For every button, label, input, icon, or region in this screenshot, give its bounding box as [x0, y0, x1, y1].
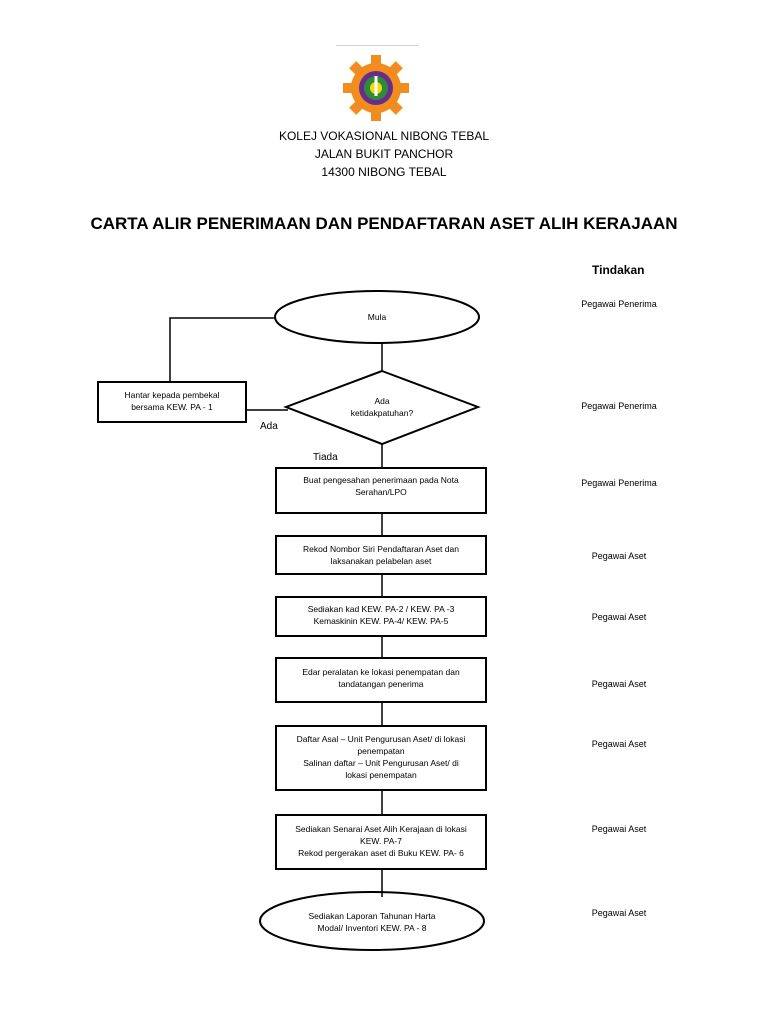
step6-line1: Sediakan Senarai Aset Alih Kerajaan di l…	[295, 824, 467, 834]
decision-label-line1: Ada	[374, 396, 390, 406]
step2-node: Rekod Nombor Siri Pendaftaran Aset dan l…	[276, 543, 486, 567]
step1-shape	[275, 467, 487, 514]
actor-step-1: Pegawai Penerima	[581, 478, 657, 488]
actor-step-2: Pegawai Aset	[591, 551, 647, 561]
actor-step-6: Pegawai Aset	[591, 824, 647, 834]
step1-line2: Serahan/LPO	[355, 487, 407, 497]
actor-column-heading: Tindakan	[592, 263, 645, 277]
step5-node: Daftar Asal – Unit Pengurusan Aset/ di l…	[276, 733, 486, 781]
school-address: KOLEJ VOKASIONAL NIBONG TEBAL JALAN BUKI…	[0, 127, 768, 181]
step2-line2: laksanakan pelabelan aset	[330, 556, 432, 566]
step2-shape	[275, 535, 487, 575]
step6-line2: KEW. PA-7	[360, 836, 402, 846]
step2-line1: Rekod Nombor Siri Pendaftaran Aset dan	[303, 544, 459, 554]
end-line1: Sediakan Laporan Tahunan Harta	[308, 911, 436, 921]
start-node-shape	[274, 290, 480, 344]
start-node-label: Mula	[367, 312, 387, 322]
decision-label-line2: ketidakpatuhan?	[350, 408, 414, 418]
reject-node: Hantar kepada pembekal bersama KEW. PA -…	[98, 389, 246, 413]
step4-line1: Edar peralatan ke lokasi penempatan dan	[302, 667, 460, 677]
decision-node: Ada ketidakpatuhan?	[296, 395, 468, 419]
address-postcode: 14300 NIBONG TEBAL	[321, 165, 447, 179]
reject-node-shape	[97, 381, 247, 423]
step1-line1: Buat pengesahan penerimaan pada Nota	[303, 475, 459, 485]
step6-line3: Rekod pergerakan aset di Buku KEW. PA- 6	[298, 848, 464, 858]
chart-title: CARTA ALIR PENERIMAAN DAN PENDAFTARAN AS…	[90, 214, 678, 233]
actor-step-5: Pegawai Aset	[591, 739, 647, 749]
step4-line2: tandatangan penerima	[338, 679, 424, 689]
start-node: Mula	[276, 291, 478, 343]
step6-shape	[275, 814, 487, 870]
actor-step-end: Pegawai Aset	[591, 908, 647, 918]
step5-shape	[275, 725, 487, 791]
edge-label-yes: Ada	[260, 421, 278, 432]
step3-line1: Sediakan kad KEW. PA-2 / KEW. PA -3	[307, 604, 455, 614]
decision-node-shape	[283, 369, 481, 446]
edge-label-no: Tiada	[313, 452, 338, 463]
step5-line3: Salinan daftar – Unit Pengurusan Aset/ d…	[303, 758, 459, 768]
connector-loop	[169, 317, 276, 382]
reject-label-line2: bersama KEW. PA - 1	[131, 402, 213, 412]
step4-node: Edar peralatan ke lokasi penempatan dan …	[276, 666, 486, 690]
school-name: KOLEJ VOKASIONAL NIBONG TEBAL	[278, 129, 490, 143]
step3-shape	[275, 596, 487, 637]
step3-node: Sediakan kad KEW. PA-2 / KEW. PA -3 Kema…	[276, 603, 486, 627]
top-divider	[336, 45, 418, 46]
actor-step-decision: Pegawai Penerima	[581, 401, 657, 411]
step4-shape	[275, 657, 487, 703]
actor-step-3: Pegawai Aset	[591, 612, 647, 622]
actor-step-start: Pegawai Penerima	[581, 299, 657, 309]
college-logo	[343, 55, 409, 121]
reject-label-line1: Hantar kepada pembekal	[124, 390, 220, 400]
step6-node: Sediakan Senarai Aset Alih Kerajaan di l…	[276, 823, 486, 859]
step5-line1: Daftar Asal – Unit Pengurusan Aset/ di l…	[296, 734, 466, 744]
end-node-shape	[259, 891, 485, 951]
step5-line2: penempatan	[357, 746, 405, 756]
address-street: JALAN BUKIT PANCHOR	[314, 147, 454, 161]
end-line2: Modal/ Inventori KEW. PA - 8	[317, 923, 427, 933]
step1-node: Buat pengesahan penerimaan pada Nota Ser…	[276, 474, 486, 498]
actor-step-4: Pegawai Aset	[591, 679, 647, 689]
end-node: Sediakan Laporan Tahunan Harta Modal/ In…	[262, 910, 482, 934]
step5-line4: lokasi penempatan	[345, 770, 417, 780]
step3-line2: Kemaskinin KEW. PA-4/ KEW. PA-5	[313, 616, 449, 626]
